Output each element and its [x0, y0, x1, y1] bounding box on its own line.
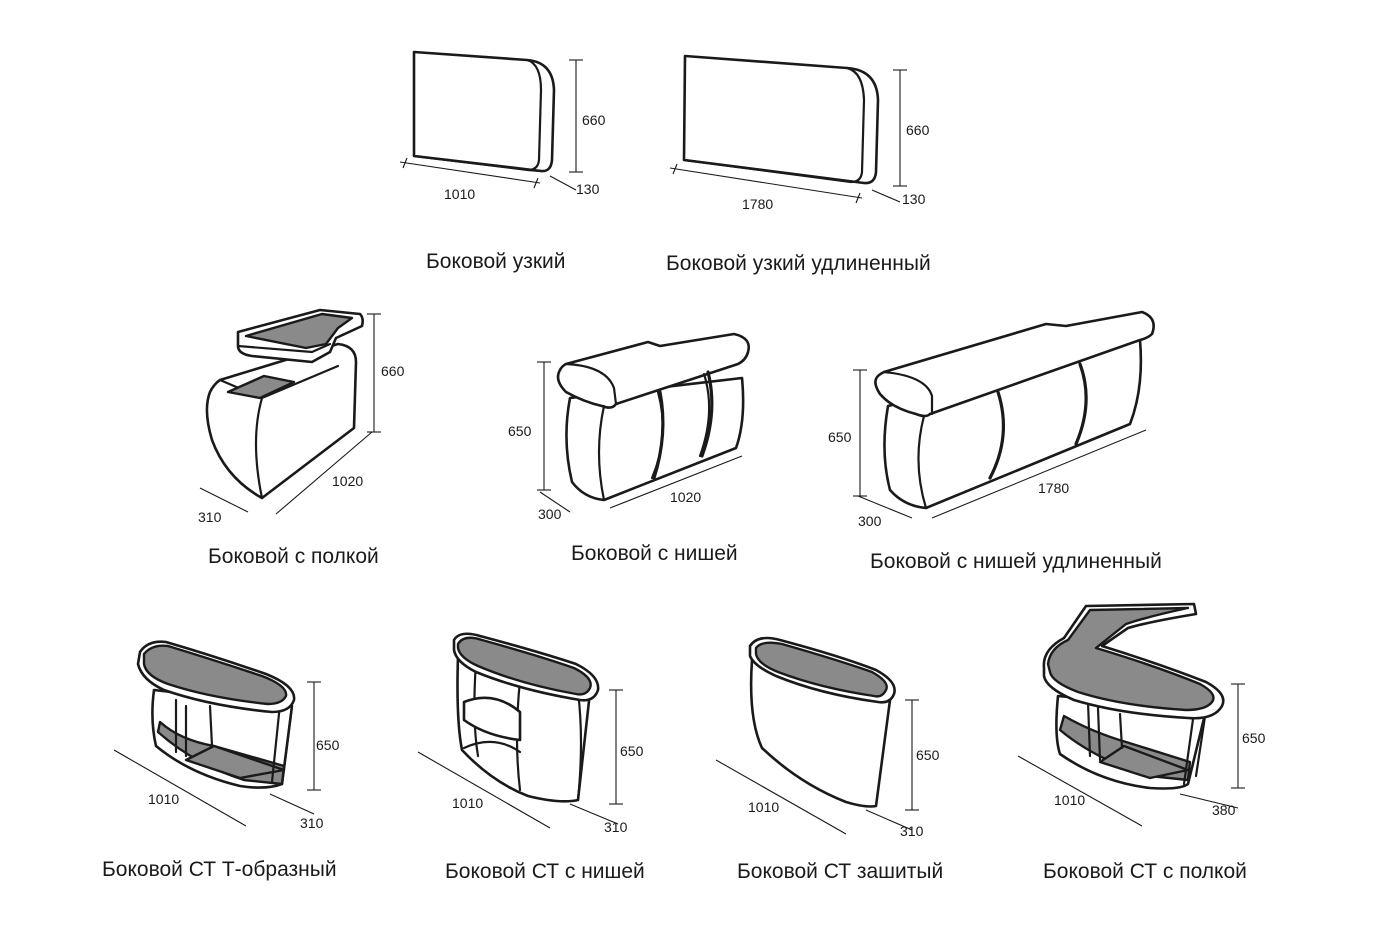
- caption-side-with-niche: Боковой с нишей: [571, 542, 738, 565]
- caption-st-closed: Боковой СТ зашитый: [737, 860, 943, 883]
- side-with-niche-extended-drawing: [874, 310, 1155, 510]
- side-with-shelf-drawing: [205, 308, 364, 500]
- caption-st-with-niche: Боковой СТ с нишей: [445, 860, 645, 883]
- side-with-shelf-dimensions: 660 1020 310: [198, 313, 405, 525]
- caption-st-t-shaped: Боковой СТ Т-образный: [102, 858, 337, 881]
- dim-height: 660: [906, 122, 930, 138]
- item-side-with-shelf: 660 1020 310 Боковой с полкой: [198, 308, 405, 568]
- dim-depth: 310: [198, 509, 222, 525]
- narrow-extended-dimensions: 660 1780 130: [669, 69, 930, 212]
- dim-length: 1780: [1038, 480, 1069, 496]
- st-with-shelf-dimensions: 650 1010 380: [1017, 683, 1266, 827]
- caption-st-with-shelf: Боковой СТ с полкой: [1043, 860, 1247, 883]
- narrow-side-drawing: [412, 50, 556, 173]
- caption-narrow-extended: Боковой узкий удлиненный: [666, 252, 931, 275]
- dim-depth: 130: [902, 191, 926, 207]
- dim-length: 1020: [670, 489, 701, 505]
- dim-height: 650: [316, 737, 340, 753]
- st-closed-dimensions: 650 1010 310: [715, 699, 940, 839]
- dim-depth: 300: [858, 513, 882, 529]
- dim-length: 1020: [332, 473, 363, 489]
- item-side-with-niche-extended: 650 1780 300 Боковой с нишей удлиненный: [828, 310, 1162, 573]
- dim-depth: 310: [900, 823, 924, 839]
- dim-length: 1010: [1054, 792, 1085, 808]
- item-st-t-shaped: 650 1010 310 Боковой СТ Т-образный: [102, 640, 340, 881]
- item-side-with-niche: 650 1020 300 Боковой с нишей: [508, 332, 750, 565]
- st-with-niche-dimensions: 650 1010 310: [417, 689, 644, 835]
- narrow-side-dimensions: 660 1010 130: [399, 59, 606, 202]
- dim-length: 1010: [444, 186, 475, 202]
- st-with-shelf-drawing: [1042, 602, 1225, 790]
- dim-length: 1010: [148, 791, 179, 807]
- dim-height: 650: [828, 429, 852, 445]
- dim-length: 1780: [742, 196, 773, 212]
- item-st-with-niche: 650 1010 310 Боковой СТ с нишей: [417, 632, 645, 883]
- st-with-niche-drawing: [452, 632, 600, 803]
- dim-depth: 310: [300, 815, 324, 831]
- dim-height: 650: [1242, 730, 1266, 746]
- narrow-extended-drawing: [682, 54, 880, 185]
- dim-height: 660: [582, 112, 606, 128]
- dim-length: 1010: [452, 795, 483, 811]
- dim-depth: 380: [1212, 802, 1236, 818]
- dim-depth: 130: [576, 181, 600, 197]
- st-t-shaped-drawing: [136, 640, 296, 789]
- item-narrow-extended-side: 660 1780 130 Боковой узкий удлиненный: [666, 54, 931, 275]
- st-closed-drawing: [748, 636, 896, 808]
- side-with-niche-extended-dimensions: 650 1780 300: [828, 369, 1147, 529]
- caption-side-with-niche-extended: Боковой с нишей удлиненный: [870, 550, 1162, 573]
- dim-height: 660: [381, 363, 405, 379]
- dim-height: 650: [620, 743, 644, 759]
- caption-side-with-shelf: Боковой с полкой: [208, 545, 379, 568]
- dim-height: 650: [508, 423, 532, 439]
- item-narrow-side: 660 1010 130 Боковой узкий: [399, 50, 606, 273]
- dim-length: 1010: [748, 799, 779, 815]
- st-t-shaped-dimensions: 650 1010 310: [113, 681, 340, 831]
- dim-height: 650: [916, 747, 940, 763]
- side-with-niche-drawing: [556, 332, 750, 502]
- item-st-closed: 650 1010 310 Боковой СТ зашитый: [715, 636, 943, 883]
- item-st-with-shelf: 650 1010 380 Боковой СТ с полкой: [1017, 602, 1266, 883]
- caption-narrow-side: Боковой узкий: [426, 250, 566, 273]
- dim-depth: 300: [538, 506, 562, 522]
- side-with-niche-dimensions: 650 1020 300: [508, 361, 743, 522]
- dim-depth: 310: [604, 819, 628, 835]
